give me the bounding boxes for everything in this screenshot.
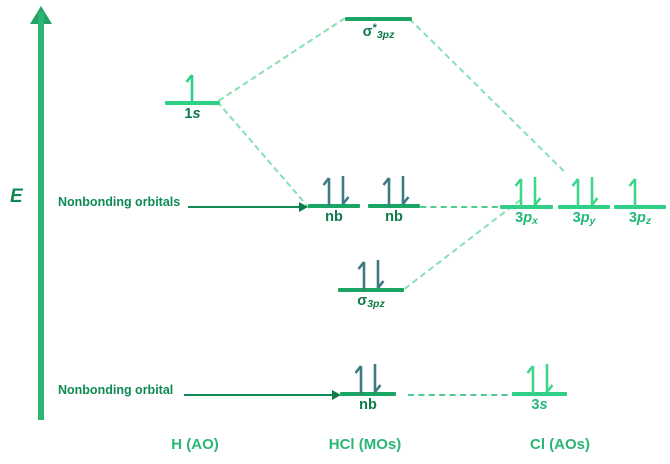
level-label-nb-3: nb [340,397,396,413]
sigma-star-asterisk: * [372,22,377,34]
level-label-nb-1: nb [308,209,360,225]
sigma-bonding-glyph: σ [357,293,368,309]
cl-3s-number: 3 [531,397,540,413]
cl-3pz-subscript: z [645,215,652,227]
nb-1-text: nb [325,209,343,225]
level-line-cl-3py [558,205,610,209]
h-1s-orbital-letter: s [192,106,201,122]
sigma-star-subscript-z: z [389,29,395,41]
electron-arrow-cl-3pz-up [626,176,644,208]
electron-arrow-sigma-3pz-up [355,259,373,291]
cl-3py-number: 3 [572,210,581,226]
level-label-cl-3px: 3px [500,210,553,227]
electron-arrow-cl-3s-down [538,363,556,395]
cl-3px-orbital-letter: p [523,210,533,226]
energy-axis-label: E [10,186,23,207]
level-label-sigma-star-3pz: σ*3pz [345,22,412,41]
nonbonding-orbital-leader-arrowhead [332,390,341,400]
sigma-star-sigma-glyph: σ [362,24,373,40]
electron-arrow-nb-1-up [320,175,338,207]
electron-arrow-cl-3s-up [524,363,542,395]
h-1s-number: 1 [184,106,193,122]
correlation-line-nb-to-3s [408,394,518,396]
correlation-line-nb-to-3px [410,206,508,208]
electron-arrow-nb-3-up [352,363,370,395]
sigma-bonding-subscript-3p: 3p [367,298,380,310]
electron-arrow-cl-3py-down [583,176,601,208]
level-line-cl-3px [500,205,553,209]
level-line-sigma-star-3pz [345,17,412,21]
nonbonding-orbitals-leader-arrowhead [299,202,308,212]
electron-arrow-nb-1-down [334,175,352,207]
column-caption-cl-aos: Cl (AOs) [530,436,590,453]
electron-arrow-nb-2-down [394,175,412,207]
cl-3py-orbital-letter: p [580,210,590,226]
electron-arrow-nb-2-up [380,175,398,207]
level-line-cl-3pz [614,205,666,209]
column-caption-h-ao: H (AO) [171,436,219,453]
level-label-h-1s: 1s [165,106,220,122]
electron-arrow-h-1s-up [183,72,201,104]
nb-3-text: nb [359,397,377,413]
electron-arrow-cl-3px-down [526,176,544,208]
correlation-line-1s-to-sigma [216,101,311,210]
nonbonding-orbital-leader-line [184,394,334,396]
electron-arrow-sigma-3pz-down [369,259,387,291]
level-label-cl-3pz: 3pz [614,210,666,227]
level-line-nb-3 [340,392,396,396]
cl-3pz-orbital-letter: p [636,210,646,226]
cl-3px-subscript: x [532,215,538,227]
level-line-cl-3s [512,392,567,396]
electron-arrow-cl-3py-up [569,176,587,208]
nb-2-text: nb [385,209,403,225]
level-label-sigma-3pz: σ3pz [338,293,404,310]
nonbonding-orbitals-leader-line [188,206,301,208]
level-line-nb-2 [368,204,420,208]
level-label-nb-2: nb [368,209,420,225]
level-label-cl-3s: 3s [512,397,567,413]
sigma-star-subscript-3p: 3p [376,29,390,41]
level-line-sigma-3pz [338,288,404,292]
level-line-nb-1 [308,204,360,208]
correlation-line-1s-to-sigma-star [218,17,346,102]
nonbonding-orbital-label: Nonbonding orbital [58,383,174,397]
correlation-line-sigma-star-to-3px [408,18,565,172]
level-label-cl-3py: 3py [558,210,610,227]
cl-3py-subscript: y [589,215,596,227]
energy-axis-line [38,12,44,420]
cl-3px-number: 3 [515,210,524,226]
cl-3pz-number: 3 [628,210,637,226]
cl-3s-orbital-letter: s [539,397,548,413]
electron-arrow-cl-3px-up [512,176,530,208]
column-caption-hcl-mos: HCl (MOs) [328,436,402,453]
nonbonding-orbitals-label: Nonbonding orbitals [58,195,181,209]
electron-arrow-nb-3-down [366,363,384,395]
sigma-bonding-subscript-z: z [379,298,385,310]
